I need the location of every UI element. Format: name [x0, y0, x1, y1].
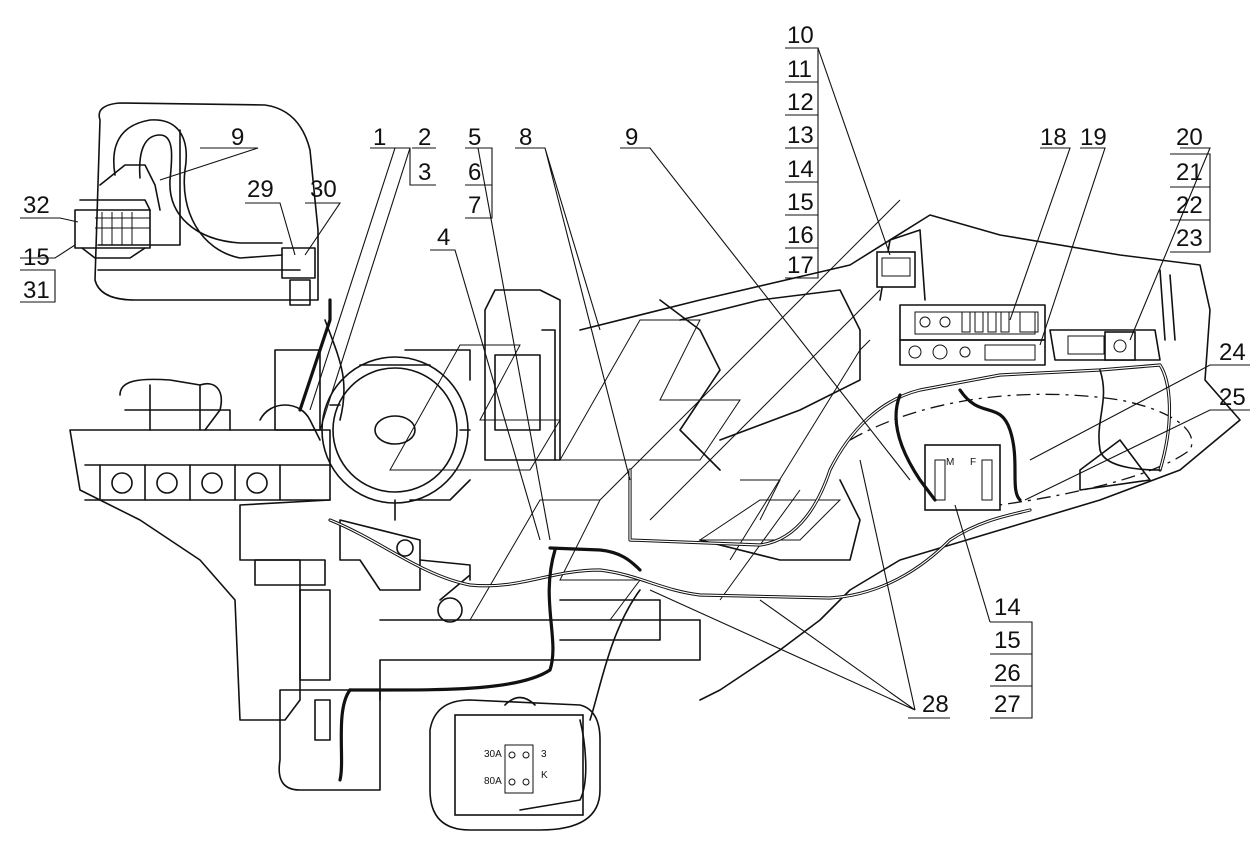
callout-32: 32 — [23, 192, 50, 219]
switch-label-30a: 30A — [484, 749, 502, 760]
callout-25: 25 — [1219, 384, 1246, 411]
callout-16: 16 — [787, 222, 814, 249]
callout-4: 4 — [437, 224, 450, 251]
air-cleaner — [321, 289, 561, 521]
callout-15: 15 — [994, 627, 1021, 654]
callout-15-inset: 15 — [23, 244, 50, 271]
callout-13: 13 — [787, 122, 814, 149]
callout-1: 1 — [373, 124, 386, 151]
callout-17: 17 — [787, 252, 814, 279]
callout-30: 30 — [310, 176, 337, 203]
callout-21: 21 — [1176, 159, 1203, 186]
callout-7: 7 — [468, 192, 481, 219]
relay-box: M F — [924, 444, 1001, 511]
battery-box: 30A 80A 3 K — [429, 696, 601, 831]
callout-5: 5 — [468, 124, 481, 151]
callout-15-top: 15 — [787, 189, 814, 216]
callout-18: 18 — [1040, 124, 1067, 151]
relay-label-f: F — [970, 457, 976, 468]
callout-14-top: 14 — [787, 156, 814, 183]
callout-22: 22 — [1176, 192, 1203, 219]
callout-8: 8 — [519, 124, 532, 151]
instrument-panels — [876, 251, 1136, 361]
watermark-arrows — [389, 199, 901, 621]
callout-23: 23 — [1176, 225, 1203, 252]
callout-19: 19 — [1080, 124, 1107, 151]
callout-9: 9 — [625, 124, 638, 151]
callout-labels: 9 1 2 3 5 6 7 8 9 4 29 30 32 15 31 10 11… — [23, 22, 1246, 718]
callout-20: 20 — [1176, 124, 1203, 151]
switch-label-80a: 80A — [484, 776, 502, 787]
callout-14: 14 — [994, 594, 1021, 621]
callout-leaders — [20, 47, 1250, 719]
callout-2: 2 — [418, 124, 431, 151]
callout-11: 11 — [787, 56, 812, 83]
engine-assembly — [69, 349, 331, 721]
callout-24: 24 — [1219, 339, 1246, 366]
detail-inset-clamp — [74, 102, 319, 306]
callout-31: 31 — [23, 277, 50, 304]
callout-3: 3 — [418, 159, 431, 186]
wiring-harness — [298, 298, 1172, 811]
callout-6: 6 — [468, 159, 481, 186]
callout-27: 27 — [994, 691, 1021, 718]
callout-29: 29 — [247, 176, 274, 203]
callout-9-inset: 9 — [231, 124, 244, 151]
callout-28: 28 — [922, 691, 949, 718]
switch-label-3: 3 — [541, 749, 547, 760]
switch-label-k: K — [541, 770, 548, 781]
relay-label-m: M — [946, 457, 954, 468]
callout-26: 26 — [994, 660, 1021, 687]
callout-12: 12 — [787, 89, 814, 116]
callout-10: 10 — [787, 22, 814, 49]
